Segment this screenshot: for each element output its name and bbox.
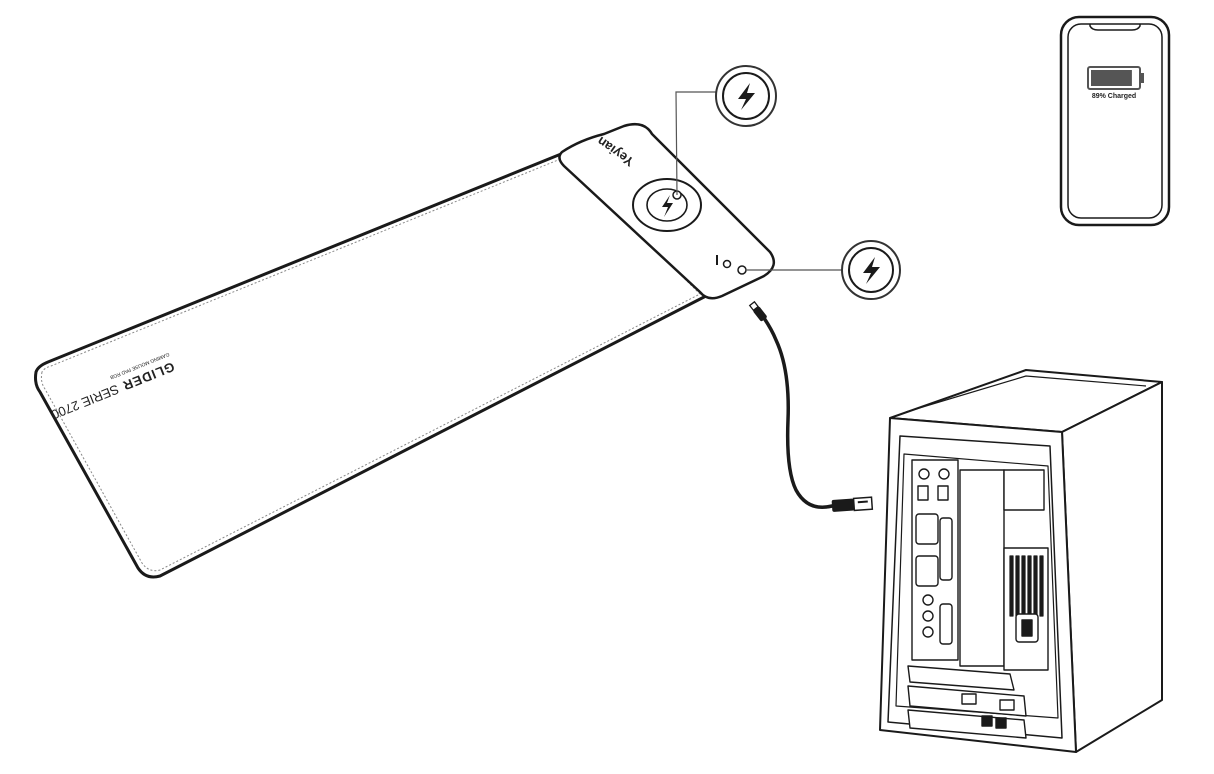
battery-icon	[1087, 66, 1144, 90]
mode-button[interactable]	[722, 259, 732, 269]
mouse-pad-stitching	[40, 157, 701, 572]
audio-jack	[922, 626, 934, 638]
cable-lightning-icon	[863, 257, 880, 284]
phone-notch	[1089, 24, 1141, 31]
ps2-port	[938, 468, 950, 480]
network-port	[961, 693, 977, 705]
mouse-pad: Yeyian GLIDER SERIE 2700 GAMING MOUSE PA…	[34, 123, 776, 579]
computer-tower	[879, 369, 1163, 753]
wireless-callout	[675, 65, 777, 196]
cable-callout	[746, 240, 901, 300]
io-panel	[911, 459, 959, 661]
wireless-lightning-icon	[738, 83, 755, 110]
serial-port	[915, 513, 939, 545]
usb-port	[937, 485, 949, 501]
expansion-slots	[907, 665, 1027, 739]
ethernet-port	[995, 717, 1007, 729]
ethernet-port	[981, 715, 993, 727]
game-port	[939, 603, 953, 645]
battery-status-text: 89% Charged	[1092, 93, 1136, 100]
usb-c-port	[737, 265, 747, 275]
usb-port	[917, 485, 929, 501]
parallel-port	[939, 517, 953, 581]
smartphone: 89% Charged	[1059, 15, 1171, 227]
vga-port	[915, 555, 939, 587]
network-port	[999, 699, 1015, 711]
tower-side	[1061, 381, 1163, 753]
battery-fill	[1091, 70, 1132, 86]
usb-a-connector	[831, 496, 874, 512]
mouse-pad-surface	[34, 150, 708, 579]
power-supply	[1003, 469, 1049, 671]
vent-grille	[1009, 555, 1044, 617]
usb-cable	[748, 300, 874, 512]
audio-jack	[922, 594, 934, 606]
lightning-icon	[662, 195, 673, 217]
ps2-port	[918, 468, 930, 480]
audio-jack	[922, 610, 934, 622]
wireless-charging-pad[interactable]	[632, 178, 702, 232]
